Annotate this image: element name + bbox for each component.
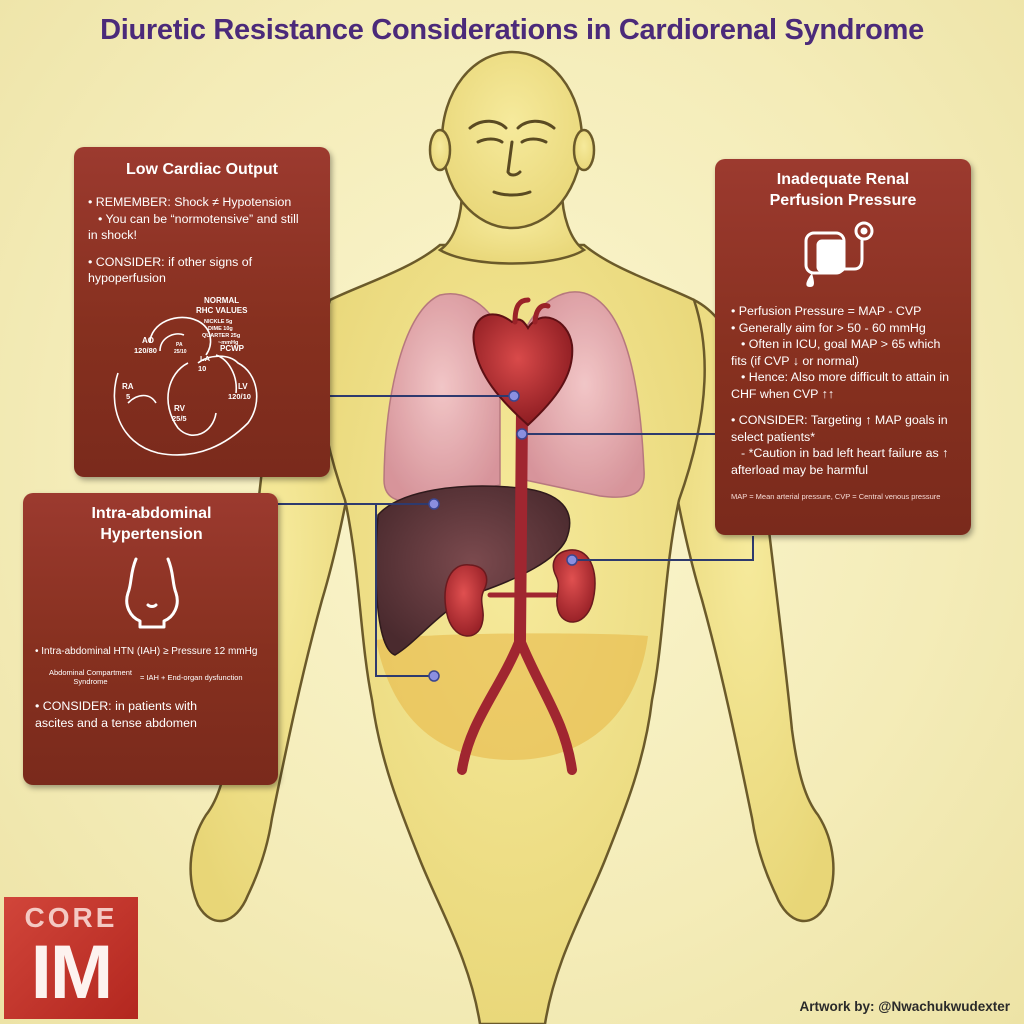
- blood-pressure-monitor-icon: [804, 221, 874, 287]
- card-renal-perfusion: Inadequate Renal Perfusion Pressure • Pe…: [715, 159, 971, 535]
- aorta: [457, 404, 577, 775]
- kidneys: [444, 549, 596, 637]
- card-intra-abdominal-hypertension: Intra-abdominal Hypertension • Intra-abd…: [23, 493, 278, 785]
- artwork-credit: Artwork by: @Nwachukwudexter: [799, 999, 1010, 1014]
- rhc-nickle: NICKLE 5g: [204, 319, 232, 325]
- renal-line-10: afterload may be harmful: [731, 462, 869, 477]
- rhc-dime: DIME 10g: [208, 326, 233, 332]
- heart-vessels: [512, 297, 551, 325]
- connector-iah-fluid: [375, 504, 434, 677]
- iah-line-2: • CONSIDER: in patients with: [35, 699, 198, 713]
- renal-line-1: • Perfusion Pressure = MAP - CVP: [731, 304, 922, 318]
- rhc-pa-value: 25/10: [174, 349, 187, 355]
- renal-line-8: select patients*: [731, 429, 816, 444]
- renal-line-3: • Often in ICU, goal MAP > 65 which: [741, 337, 941, 351]
- rhc-lv-label: LV: [238, 382, 248, 391]
- card-low-cardiac-output-heading: Low Cardiac Output: [126, 161, 278, 178]
- iah-acs-definition: = IAH + End-organ dysfunction: [139, 672, 243, 682]
- connector-dots: [428, 390, 578, 682]
- renal-line-2: • Generally aim for > 50 - 60 mmHg: [731, 320, 926, 335]
- low-co-line-5: hypoperfusion: [88, 271, 166, 285]
- heart: [472, 313, 574, 427]
- iah-acs-label-2: Syndrome: [73, 677, 108, 686]
- page-title: Diuretic Resistance Considerations in Ca…: [100, 14, 924, 46]
- rhc-pcwp-label: PCWP: [220, 344, 245, 353]
- connector-renal-kidney: [572, 536, 754, 561]
- ascites-fluid: [376, 633, 648, 760]
- logo-im-text: IM: [30, 930, 113, 1015]
- rhc-pa-label: PA: [176, 342, 183, 348]
- rhc-ao-value: 120/80: [134, 346, 157, 355]
- renal-line-7: • CONSIDER: Targeting ↑ MAP goals in: [731, 413, 948, 427]
- card-renal-heading-2: Perfusion Pressure: [769, 192, 917, 209]
- card-renal-heading-1: Inadequate Renal: [776, 171, 910, 188]
- rhc-la-value: 10: [198, 364, 206, 373]
- face: [468, 119, 556, 197]
- rhc-ra-value: 5: [126, 392, 130, 401]
- iah-acs-label-1: Abdominal Compartment: [49, 668, 132, 677]
- rhc-rv-label: RV: [174, 404, 186, 413]
- renal-line-4: fits (if CVP ↓ or normal): [731, 353, 859, 368]
- rhc-quarter: QUARTER 25g: [202, 333, 240, 339]
- iah-line-3: ascites and a tense abdomen: [35, 715, 197, 730]
- card-iah-heading-1: Intra-abdominal: [91, 505, 212, 522]
- logo-core-text: CORE: [24, 902, 118, 933]
- rhc-lv-value: 120/10: [228, 392, 251, 401]
- rhc-heart-diagram: NORMAL RHC VALUES NICKLE 5g DIME 10g QUA…: [113, 296, 258, 456]
- iah-line-1: • Intra-abdominal HTN (IAH) ≥ Pressure 1…: [35, 646, 258, 657]
- low-co-line-3: in shock!: [88, 228, 137, 242]
- rhc-ao-label: AO: [142, 336, 154, 345]
- renal-line-9: - *Caution in bad left heart failure as …: [741, 446, 949, 460]
- connector-lines: [256, 395, 754, 677]
- rhc-rv-value: 25/5: [172, 414, 187, 423]
- rhc-mmhg: ~mmHg: [218, 340, 238, 346]
- low-co-line-1: • REMEMBER: Shock ≠ Hypotension: [88, 195, 292, 209]
- rhc-la-label: LA: [200, 354, 211, 363]
- rhc-ra-label: RA: [122, 382, 134, 391]
- rhc-normal-title-2: RHC VALUES: [196, 306, 248, 315]
- core-im-logo: CORE IM: [4, 897, 138, 1019]
- card-low-cardiac-output: Low Cardiac Output • REMEMBER: Shock ≠ H…: [74, 147, 330, 477]
- rhc-normal-title-1: NORMAL: [204, 296, 239, 305]
- renal-line-6: CHF when CVP ↑↑: [731, 386, 835, 401]
- low-co-line-2: • You can be “normotensive” and still: [98, 211, 299, 226]
- pregnant-abdomen-icon: [124, 557, 179, 629]
- low-co-line-4: • CONSIDER: if other signs of: [88, 254, 253, 269]
- card-iah-heading-2: Hypertension: [100, 526, 203, 543]
- renal-footnote: MAP = Mean arterial pressure, CVP = Cent…: [731, 492, 941, 501]
- renal-line-5: • Hence: Also more difficult to attain i…: [741, 370, 949, 384]
